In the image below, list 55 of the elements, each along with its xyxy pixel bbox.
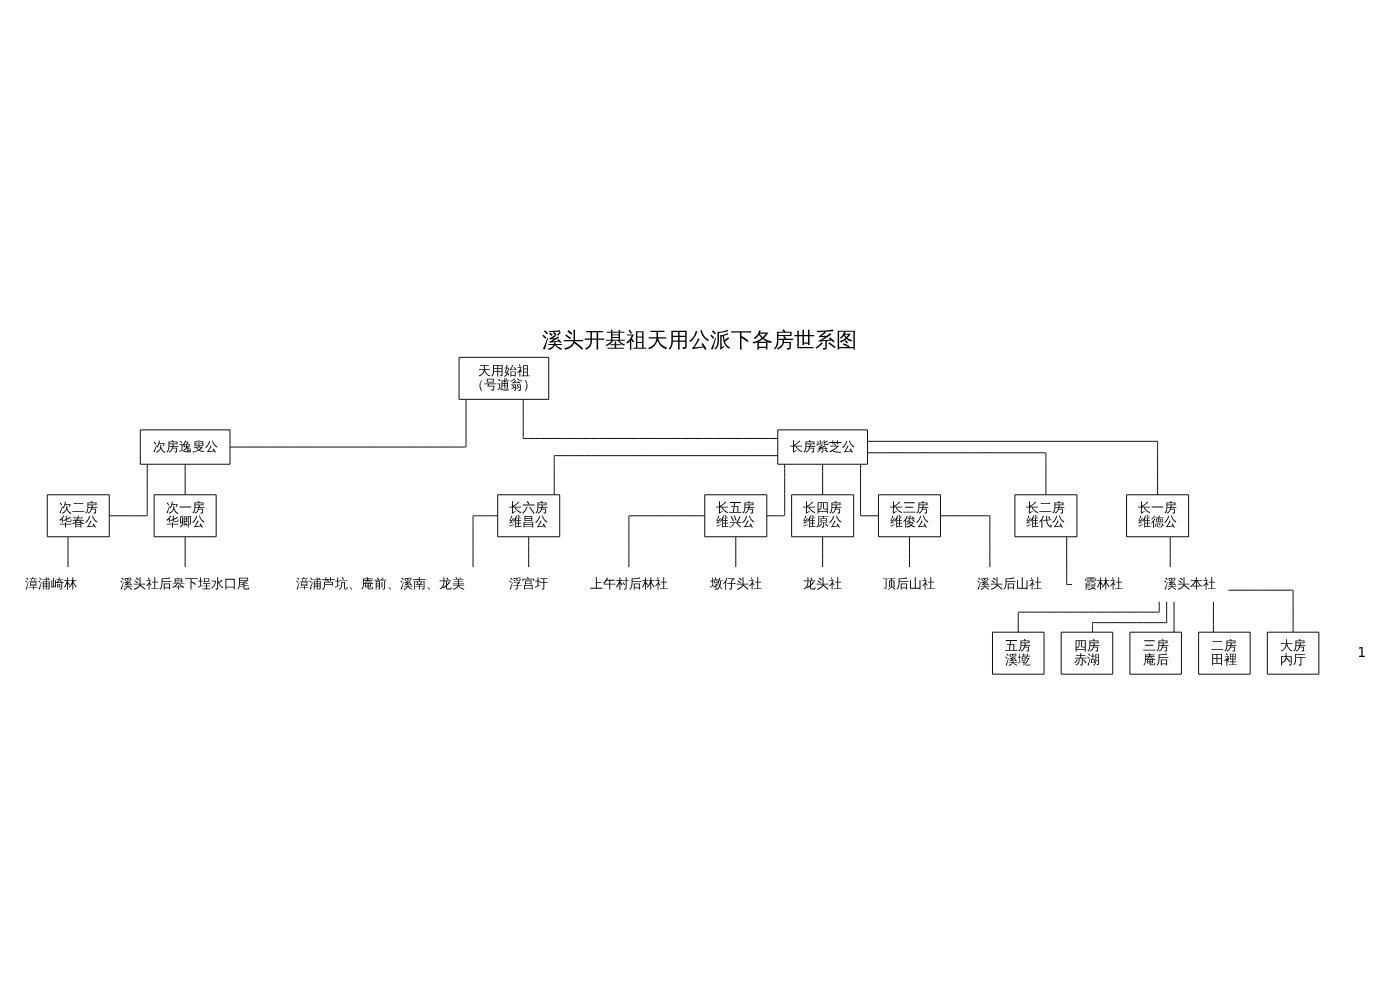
node-box: 次房逸叟公 [139,428,231,465]
connector [822,536,824,567]
node-box: 长四房 维原公 [791,493,855,537]
connector [109,463,148,516]
node-box: 二房 田裡 [1198,631,1251,675]
node-box: 长房紫芝公 [777,428,868,465]
connector [867,451,1047,495]
node-text: 龙头社 [803,575,843,591]
connector [628,514,706,568]
connector [184,463,186,495]
node-text: 顶后山社 [883,575,936,591]
node-box: 长五房 维兴公 [704,493,768,537]
connector [522,398,778,439]
connector [1169,536,1171,567]
connector [472,514,499,568]
diagram-title: 溪头开基祖天用公派下各房世系图 [542,327,858,352]
connector [1227,589,1294,632]
connector [1017,600,1160,633]
node-text: 溪头后山社 [977,575,1043,591]
connector [766,463,786,516]
connector [1212,600,1214,633]
connector [867,440,1159,495]
connector [67,536,69,567]
node-box: 四房 赤湖 [1060,631,1114,675]
connector [735,536,737,567]
connector [1173,600,1175,633]
node-text: 漳浦芦坑、庵前、溪南、龙美 [296,575,466,591]
connector [184,536,186,567]
connector [1092,600,1168,632]
connector [1066,536,1073,585]
connector [940,514,991,568]
node-box: 长三房 维俊公 [877,493,941,537]
node-box: 大房 内厅 [1266,631,1320,675]
node-box: 天用始祖 （号逋翁） [458,356,550,400]
node-text: 上午村后林社 [589,575,668,591]
node-box: 次二房 华春公 [46,493,110,537]
connector [909,536,910,567]
connector [553,454,779,495]
label: 1 [1357,644,1367,660]
connector [229,398,467,448]
node-text: 漳浦崎林 [24,575,77,591]
node-box: 五房 溪墘 [992,631,1045,675]
node-box: 长一房 维德公 [1126,493,1190,537]
node-text: 浮宫圩 [509,575,549,591]
node-text: 溪头社后皋下埕水口尾 [120,575,251,591]
connector [860,463,879,516]
node-box: 长六房 维昌公 [497,493,561,537]
node-box: 三房 庵后 [1129,631,1182,675]
connector [528,536,530,567]
node-box: 长二房 维代公 [1014,493,1078,537]
node-text: 霞林社 [1083,575,1123,591]
connector [822,463,824,495]
node-text: 溪头本社 [1164,575,1217,591]
node-box: 次一房 华卿公 [153,493,217,537]
node-text: 墩仔头社 [709,575,762,591]
